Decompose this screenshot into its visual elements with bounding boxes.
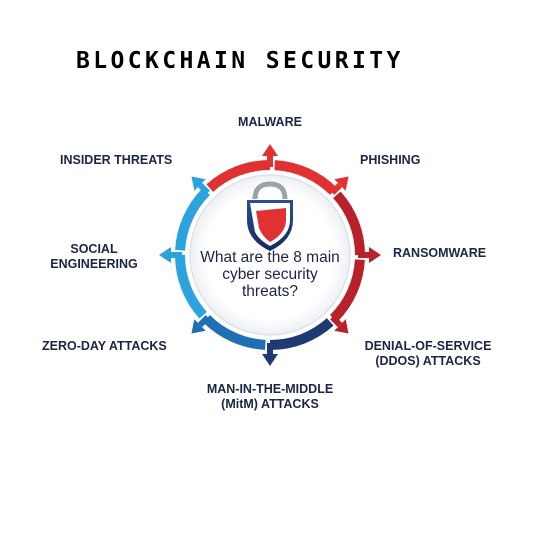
- arrow-stem-ddos: [330, 315, 343, 328]
- label-insider-threats: INSIDER THREATS: [60, 153, 172, 168]
- ring-segment-mitm: [269, 318, 334, 350]
- label-mitm-line-2: (MitM) ATTACKS: [221, 397, 319, 411]
- ring-segment-ddos: [329, 259, 365, 323]
- label-insider-threats-line-1: INSIDER THREATS: [60, 153, 173, 167]
- label-ddos: DENIAL-OF-SERVICE (DDOS) ATTACKS: [358, 339, 498, 369]
- arrow-head-icon-phishing: [334, 176, 349, 191]
- arrow-stem-phishing: [330, 182, 343, 195]
- arrow-head-icon-social-engineering: [159, 247, 171, 263]
- center-question-line-3: threats?: [241, 283, 298, 300]
- label-ddos-line-1: DENIAL-OF-SERVICE: [364, 339, 492, 353]
- label-social-engineering-line-1: SOCIAL: [70, 242, 118, 256]
- center-question-line-2: cyber security: [222, 266, 318, 283]
- arrow-stem-zero-day: [197, 315, 210, 328]
- shield-lock-icon: [247, 181, 293, 251]
- ring-segment-social-engineering: [175, 254, 207, 319]
- arrow-head-icon-mitm: [262, 354, 278, 366]
- label-mitm: MAN-IN-THE-MIDDLE (MitM) ATTACKS: [195, 382, 345, 412]
- label-social-engineering-line-2: ENGINEERING: [50, 257, 138, 271]
- ring-segment-zero-day: [202, 314, 266, 350]
- center-question-line-1: What are the 8 main: [200, 249, 340, 266]
- label-phishing-line-1: PHISHING: [360, 153, 421, 167]
- label-zero-day: ZERO-DAY ATTACKS: [42, 339, 167, 354]
- label-social-engineering: SOCIAL ENGINEERING: [48, 242, 140, 272]
- arrow-stem-insider-threats: [197, 182, 210, 195]
- ring-segment-malware: [206, 160, 271, 192]
- label-mitm-line-1: MAN-IN-THE-MIDDLE: [206, 382, 334, 396]
- center-question: What are the 8 main cyber security threa…: [180, 249, 360, 300]
- label-ddos-line-2: (DDOS) ATTACKS: [375, 354, 481, 368]
- ring-segment-phishing: [274, 160, 338, 196]
- arrow-head-icon-ransomware: [369, 247, 381, 263]
- page-title: BLOCKCHAIN SECURITY: [76, 48, 404, 74]
- label-ransomware: RANSOMWARE: [393, 246, 486, 261]
- ring-segment-insider-threats: [175, 187, 211, 251]
- threat-ring: [159, 144, 381, 366]
- arrow-head-icon-zero-day: [191, 319, 206, 334]
- ring-segment-ransomware: [333, 191, 365, 256]
- label-ransomware-line-1: RANSOMWARE: [393, 246, 487, 260]
- label-malware: MALWARE: [225, 115, 315, 130]
- arrow-head-icon-malware: [262, 144, 278, 156]
- arrow-head-icon-ddos: [334, 319, 349, 334]
- arrow-head-icon-insider-threats: [191, 176, 206, 191]
- label-phishing: PHISHING: [360, 153, 420, 168]
- label-zero-day-line-1: ZERO-DAY ATTACKS: [42, 339, 167, 353]
- label-malware-line-1: MALWARE: [238, 115, 302, 129]
- center-circle: [189, 174, 351, 336]
